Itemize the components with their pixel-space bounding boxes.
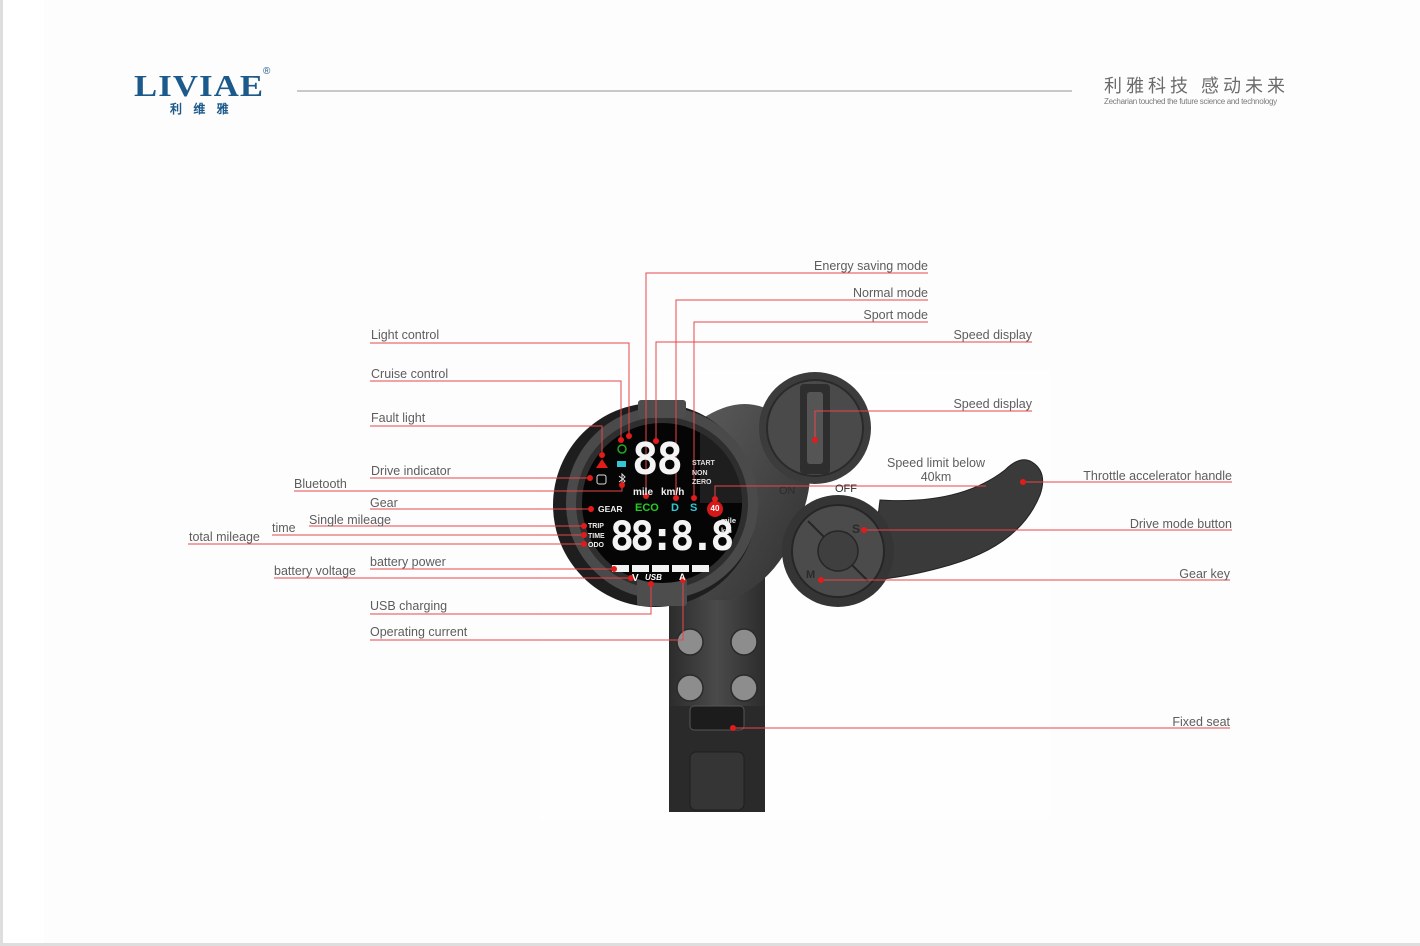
leader-lines [188, 272, 1232, 729]
battery-bar [612, 565, 709, 572]
header-divider [297, 90, 1072, 92]
callout-operating-current: Operating current [370, 625, 468, 639]
usb-indicator: USB [645, 573, 662, 582]
brand-logo: LIVIAE ® 利 维 雅 [134, 66, 274, 116]
start-mode-start: START [692, 460, 715, 467]
cruise-control-icon [617, 444, 627, 454]
callout-drive-mode-button: Drive mode button [1129, 517, 1232, 531]
callout-gear: Gear [370, 496, 398, 510]
slogan-chinese: 利雅科技 感动未来 [1104, 76, 1290, 96]
sport-mode-indicator: S [690, 502, 698, 514]
distance-unit-km: km [721, 526, 732, 535]
mode-button[interactable]: M [806, 569, 816, 581]
trip-label: TRIP [588, 523, 604, 530]
callout-throttle-handle: Throttle accelerator handle [1083, 469, 1232, 483]
page-frame-bottom [0, 943, 1420, 946]
speed-limit-badge-icon [707, 501, 723, 517]
toggle-on-label: ON [779, 485, 796, 497]
logo-chinese-name: 利 维 雅 [170, 102, 233, 116]
callout-speed-display-dial: Speed display [953, 397, 1032, 411]
odo-label: ODO [588, 542, 604, 549]
mileage-mode-list: TRIP TIME ODO [588, 522, 605, 551]
time-label: TIME [588, 532, 605, 540]
start-mode-list: START NON ZERO [692, 459, 715, 488]
distance-unit-mile: mile [721, 516, 737, 525]
speed-readout: 88 [632, 434, 683, 485]
bluetooth-icon [618, 472, 626, 486]
speed-unit-mile: mile [633, 487, 654, 498]
callout-speed-limit: Speed limit below 40km [876, 456, 996, 484]
callout-light-control: Light control [371, 328, 440, 342]
eco-mode-indicator: ECO [635, 502, 659, 514]
distance-unit-list: mile km [721, 516, 736, 536]
current-indicator: A [679, 572, 686, 582]
mileage-readout: 88:8.8 [610, 514, 734, 560]
button-pad [782, 495, 894, 607]
callout-drive-indicator: Drive indicator [371, 464, 451, 478]
headlight-icon [617, 461, 626, 467]
callout-usb-charging: USB charging [370, 599, 448, 613]
callout-bluetooth: Bluetooth [294, 477, 347, 491]
callout-time: time [272, 521, 296, 535]
drive-mode-indicator: D [671, 502, 679, 514]
speed-unit-kmh: km/h [661, 487, 685, 498]
page-frame-left [0, 0, 3, 946]
callout-cruise-control: Cruise control [371, 367, 449, 381]
registered-mark: ® [263, 66, 271, 77]
callout-normal-mode: Normal mode [852, 286, 928, 300]
speed-limit-line-1: Speed limit below [887, 456, 985, 470]
mount-clamp [669, 560, 765, 812]
start-mode-non: NON [692, 469, 708, 477]
sport-button[interactable]: S [852, 522, 861, 536]
callout-fixed-seat: Fixed seat [1172, 715, 1230, 729]
speed-limit-value: 40 [710, 504, 720, 513]
callout-battery-power: battery power [370, 555, 446, 569]
voltage-indicator: V [632, 573, 639, 584]
start-mode-zero: ZERO [692, 479, 712, 486]
callout-sport-mode: Sport mode [863, 308, 928, 322]
logo-wordmark: LIVIAE [134, 68, 265, 103]
callout-speed-display-top: Speed display [953, 328, 1032, 342]
callout-total-mileage: total mileage [189, 530, 260, 544]
gear-indicator-label: GEAR [598, 504, 623, 514]
callout-fault-light: Fault light [371, 411, 426, 425]
speed-limit-line-2: 40km [920, 470, 952, 484]
callout-energy-saving-mode: Energy saving mode [814, 259, 928, 273]
callout-single-mileage: Single mileage [309, 513, 391, 527]
toggle-off-label: OFF [835, 483, 857, 495]
fault-warning-icon [596, 459, 608, 468]
callout-battery-voltage: battery voltage [274, 564, 356, 578]
drive-indicator-icon [596, 474, 607, 485]
callout-gear-key: Gear key [1179, 567, 1230, 581]
callout-dots [581, 433, 1026, 731]
slogan-english: Zecharian touched the future science and… [1104, 97, 1277, 106]
